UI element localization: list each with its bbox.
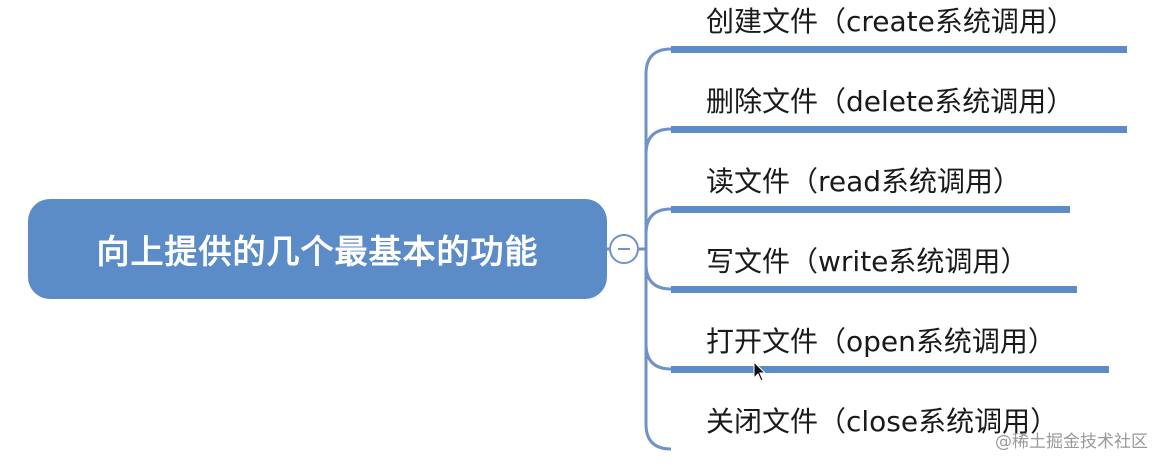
branch-label: 删除文件（delete系统调用） (706, 85, 1075, 118)
branch-label: 读文件（read系统调用） (706, 165, 1022, 198)
connector-branch-4 (644, 263, 672, 291)
branch-label: 关闭文件（close系统调用） (706, 405, 1059, 438)
connector-trunk (644, 47, 672, 451)
root-label: 向上提供的几个最基本的功能 (96, 232, 539, 271)
branch-label: 打开文件（open系统调用） (706, 325, 1056, 358)
branch-underline (671, 206, 1070, 213)
branch-underline (671, 46, 1127, 53)
collapse-toggle[interactable] (609, 234, 639, 264)
mouse-cursor-icon (753, 361, 767, 382)
branch-label: 写文件（write系统调用） (706, 245, 1029, 278)
branch-underline (671, 366, 1109, 373)
root-node[interactable]: 向上提供的几个最基本的功能 (28, 199, 607, 299)
connector-branch-3 (644, 207, 672, 235)
branch-underline (671, 286, 1077, 293)
connector-branch-2 (644, 127, 672, 155)
collapse-minus-icon (618, 248, 630, 250)
connector-branch-5 (644, 343, 672, 371)
branch-label: 创建文件（create系统调用） (706, 5, 1075, 38)
branch-underline (671, 126, 1127, 133)
watermark: @稀土掘金技术社区 (995, 432, 1148, 452)
